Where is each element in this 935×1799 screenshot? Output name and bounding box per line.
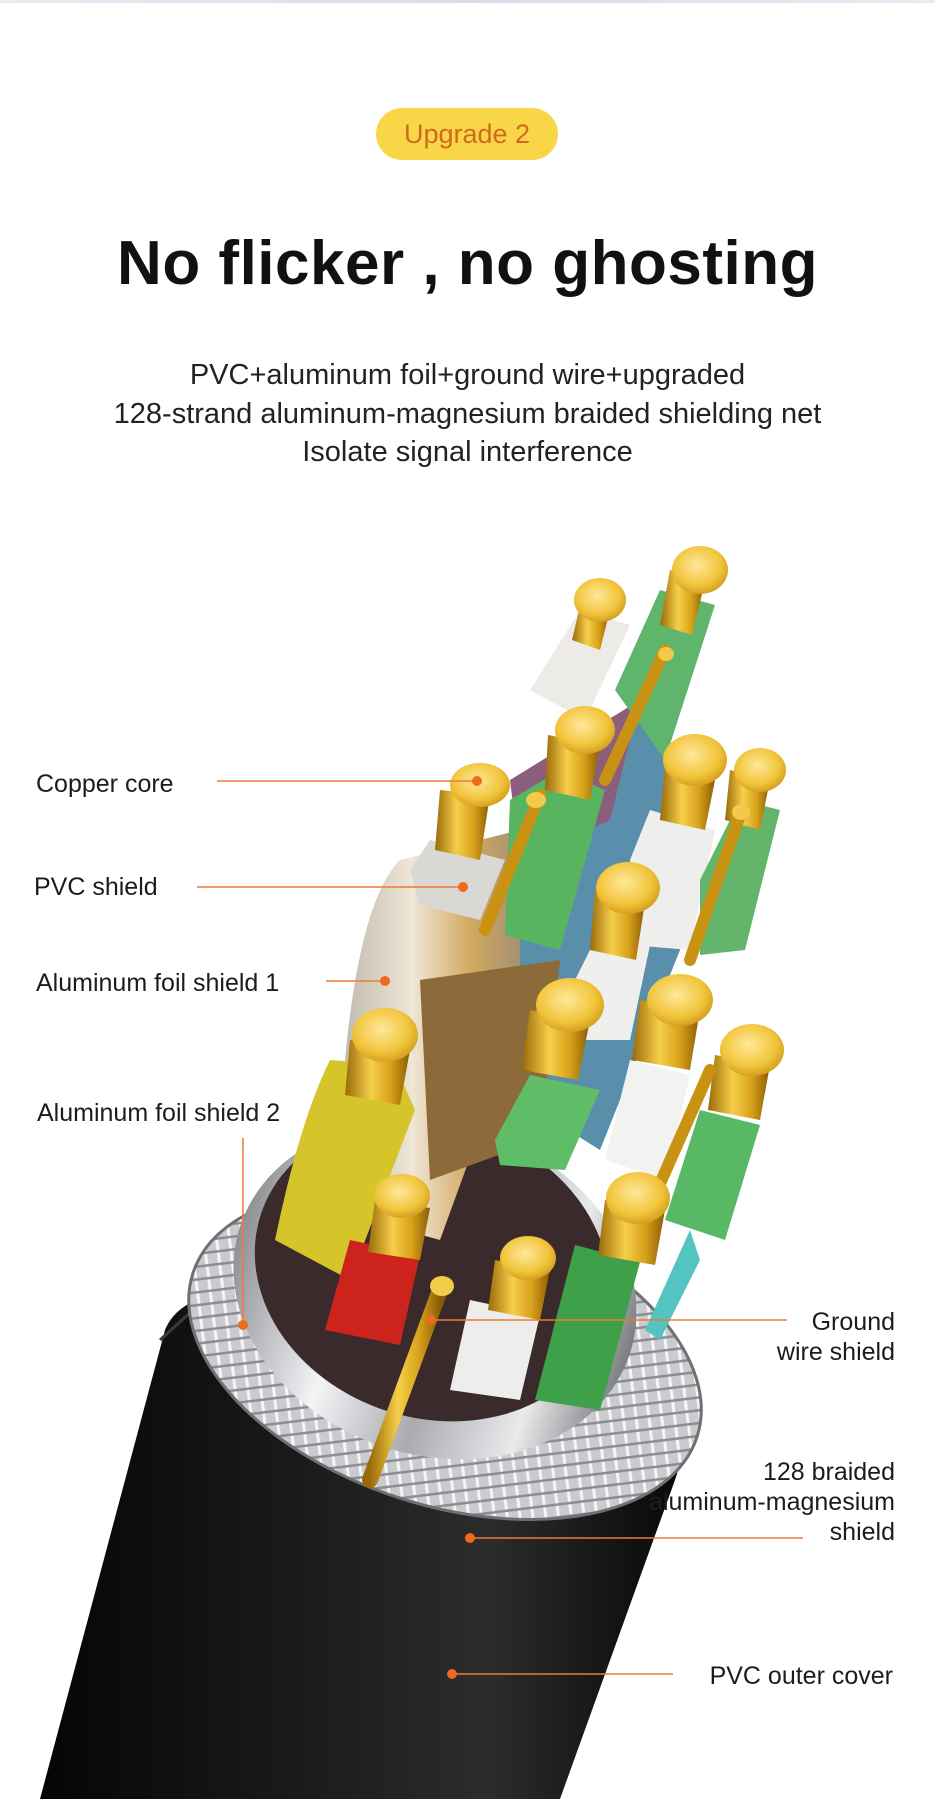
label-braided-line-3: shield — [829, 1518, 895, 1546]
subtitle-line-3: Isolate signal interference — [302, 436, 633, 468]
subtitle-line-1: PVC+aluminum foil+ground wire+upgraded — [189, 359, 746, 391]
label-ground-wire-shield: Ground wire shield — [777, 1307, 895, 1367]
label-braided-line-1: 128 braided — [762, 1458, 895, 1486]
wires — [275, 546, 786, 1488]
label-pvc-outer-cover: PVC outer cover — [709, 1662, 893, 1690]
subtitle-line-2: 128-strand aluminum-magnesium braided sh… — [113, 397, 822, 430]
wire-center-green — [495, 978, 604, 1170]
label-pvc-shield: PVC shield — [34, 873, 158, 901]
subtitle: PVC+aluminum foil+ground wire+upgraded 1… — [0, 356, 935, 472]
label-ground-wire-line-2: wire shield — [776, 1338, 895, 1366]
wire-red — [325, 1174, 430, 1345]
wire-top-white — [530, 578, 630, 720]
wire-lower-green — [535, 1172, 670, 1410]
wire-lower-white — [450, 1236, 556, 1400]
wire-cyan — [645, 1230, 700, 1340]
label-ground-wire-line-1: Ground — [811, 1308, 895, 1336]
label-copper-core: Copper core — [36, 770, 174, 798]
label-braided-line-2: aluminum-magnesium — [649, 1488, 895, 1516]
label-foil-shield-2: Aluminum foil shield 2 — [37, 1099, 281, 1127]
upgrade-badge: Upgrade 2 — [376, 108, 558, 160]
page-title: No flicker , no ghosting — [117, 229, 818, 298]
wire-right-white — [630, 734, 727, 950]
label-foil-shield-1: Aluminum foil shield 1 — [36, 969, 280, 997]
wire-yellow — [275, 1008, 418, 1280]
top-accent-bar — [0, 0, 935, 3]
wire-right-lower-green — [665, 1024, 784, 1240]
label-braided-shield: 128 braided aluminum-magnesium shield — [649, 1457, 895, 1547]
callouts — [197, 776, 803, 1679]
